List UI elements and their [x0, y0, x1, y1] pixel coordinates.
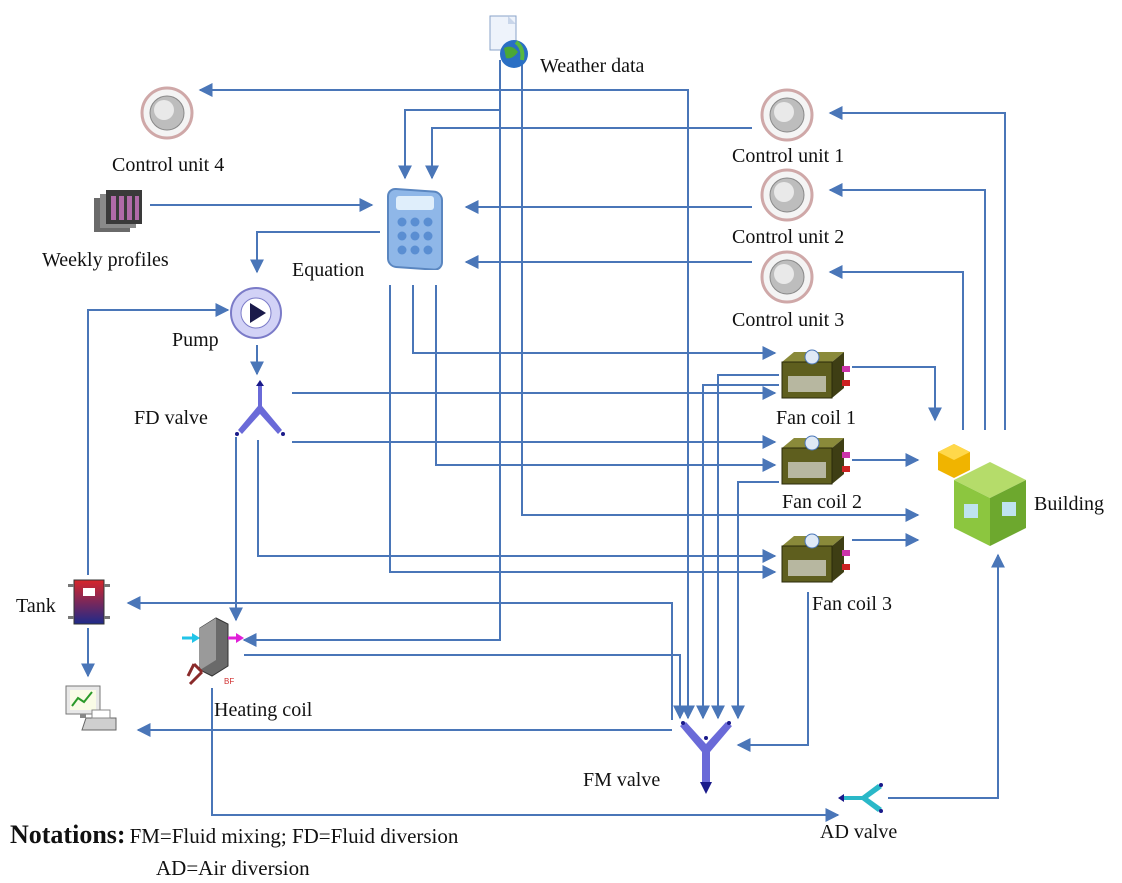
- notations: Notations: FM=Fluid mixing; FD=Fluid div…: [10, 820, 458, 850]
- wire-building-to-cu2: [828, 183, 986, 430]
- fan-coil-icon: [781, 533, 850, 583]
- notations-line-2: AD=Air diversion: [156, 856, 310, 880]
- pump-icon: [230, 287, 282, 339]
- valve-icon: [838, 783, 883, 813]
- wire-fc1b-to-fm: [696, 384, 779, 720]
- heating-coil-label: Heating coil: [214, 699, 313, 721]
- printer-icon: [65, 685, 117, 731]
- control-knob-icon: [760, 168, 814, 222]
- fan-coil-icon: [781, 435, 850, 485]
- wire-ad-to-building: [888, 553, 1005, 799]
- wire-fc3-to-fm: [736, 592, 809, 752]
- tank-icon: [68, 579, 110, 625]
- svg-text:BF: BF: [224, 677, 234, 686]
- wire-fm-to-tank: [126, 596, 673, 720]
- fd-valve-label: FD valve: [134, 407, 208, 429]
- wire-tank-to-pump: [87, 303, 230, 575]
- control-knob-icon: [760, 250, 814, 304]
- wire-fc1-to-building: [852, 366, 942, 422]
- notations-second-line: AD=Air diversion: [156, 856, 310, 881]
- control-unit-2-label: Control unit 2: [732, 226, 845, 248]
- notations-line-1: FM=Fluid mixing; FD=Fluid diversion: [129, 824, 459, 848]
- control-knob-icon: [760, 88, 814, 142]
- control-unit-3-label: Control unit 3: [732, 309, 845, 331]
- wire-eq-to-fc1: [412, 285, 777, 360]
- weekly-profiles-label: Weekly profiles: [42, 249, 169, 271]
- wire-heating-to-ad: [211, 688, 840, 822]
- tank-label: Tank: [16, 595, 56, 617]
- fan-coil-2-label: Fan coil 2: [782, 491, 862, 513]
- fm-valve-label: FM valve: [583, 769, 661, 791]
- control-knob-icon: [140, 86, 194, 140]
- building-label: Building: [1034, 493, 1105, 515]
- wire-fc2-to-fm: [731, 481, 779, 720]
- wire-building-to-cu1: [828, 106, 1006, 430]
- weather-globe-icon: [489, 15, 528, 68]
- ad-valve-label: AD valve: [820, 821, 898, 843]
- fan-coil-1-label: Fan coil 1: [776, 407, 856, 429]
- wire-weather-to-equation: [398, 109, 500, 180]
- weekly-profile-icon: [94, 190, 142, 232]
- wire-equation-to-pump: [250, 231, 380, 274]
- building-cube-icon: [938, 444, 1026, 546]
- heating-coil-icon: BF: [182, 617, 244, 686]
- wire-cu1-to-equation: [425, 127, 752, 180]
- notations-heading: Notations:: [10, 820, 126, 849]
- valve-icon: [235, 380, 285, 436]
- fan-coil-3-label: Fan coil 3: [812, 593, 892, 615]
- wire-heating-to-fm: [244, 654, 687, 720]
- weather-data-label: Weather data: [540, 55, 645, 77]
- wire-weather-to-heating: [242, 60, 501, 647]
- control-unit-4-label: Control unit 4: [112, 154, 225, 176]
- valve-icon: [680, 721, 732, 794]
- wire-fd-to-fc3: [257, 440, 777, 563]
- wire-fc1-to-fm: [711, 374, 779, 720]
- wire-eq-to-fc3: [389, 285, 777, 579]
- fan-coil-icon: [781, 349, 850, 399]
- wire-weather-to-building: [521, 60, 920, 522]
- calculator-icon: [387, 187, 443, 270]
- wire-building-to-cu3: [828, 265, 964, 430]
- pump-label: Pump: [172, 329, 219, 351]
- equation-label: Equation: [292, 259, 365, 281]
- wire-eq-to-fc2: [435, 285, 777, 472]
- control-unit-1-label: Control unit 1: [732, 145, 845, 167]
